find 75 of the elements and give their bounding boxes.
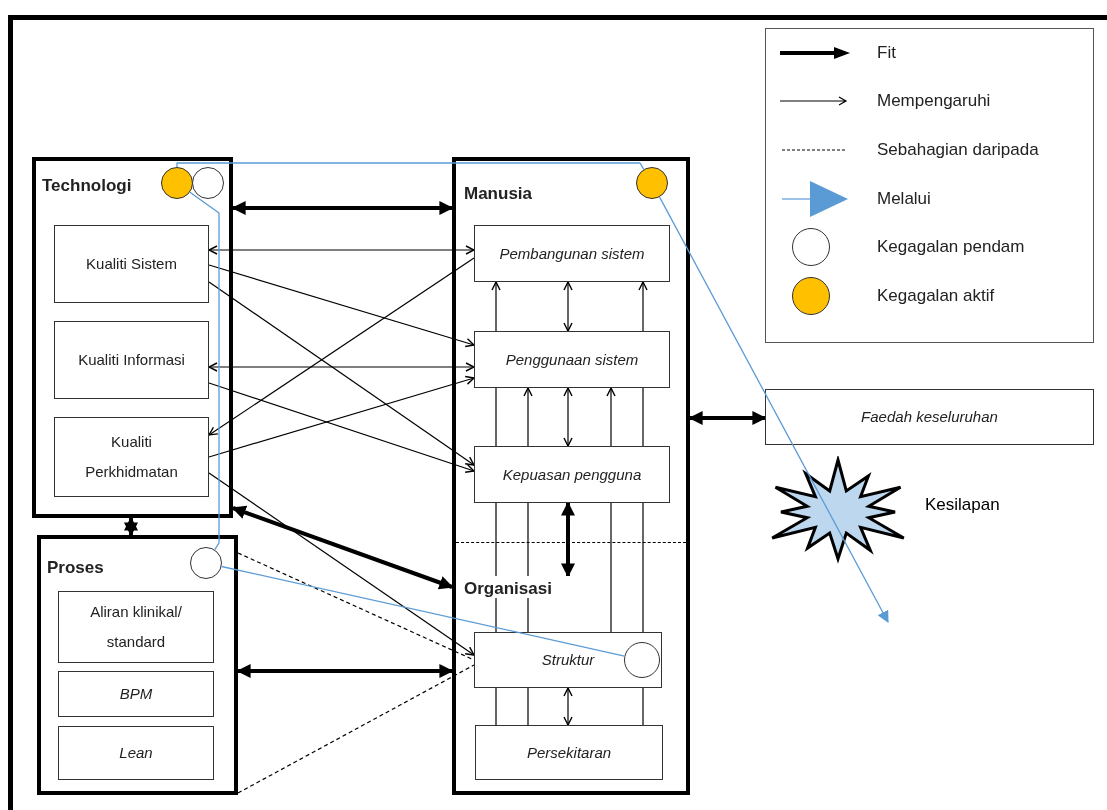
process-box	[58, 591, 214, 663]
connector-line	[495, 687, 497, 726]
process-box	[58, 671, 214, 717]
box-label: Aliran klinikal/ standard	[89, 602, 183, 652]
arrow	[231, 505, 454, 590]
arrow	[208, 245, 475, 255]
process-box	[474, 225, 670, 282]
connector-line	[495, 387, 497, 447]
arrow	[208, 257, 475, 436]
box-label: Struktur	[541, 650, 595, 670]
arrow	[523, 387, 533, 447]
connector-line	[642, 502, 644, 633]
box-label: Penggunaan sistem	[505, 349, 639, 370]
arrow	[236, 664, 454, 678]
section-heading: Organisasi	[464, 576, 570, 598]
connector-line	[495, 502, 497, 577]
connector-line	[527, 687, 529, 726]
arrow	[658, 196, 889, 624]
process-box	[474, 446, 670, 503]
process-box	[58, 726, 214, 780]
panel-heading: Proses	[47, 557, 104, 579]
connector-line	[176, 162, 645, 170]
process-box	[54, 417, 209, 497]
category-panel	[452, 157, 690, 795]
category-panel	[32, 157, 233, 518]
arrow	[563, 387, 573, 447]
arrow	[563, 281, 573, 332]
arrow	[606, 387, 616, 447]
box-label: Kualiti Informasi	[78, 350, 185, 370]
legend-label: Kegagalan aktif	[877, 285, 995, 307]
box-label: Kepuasan pengguna	[502, 464, 642, 485]
process-box	[54, 225, 209, 303]
legend-label: Kegagalan pendam	[877, 236, 1025, 258]
box-label: Kualiti Sistem	[86, 254, 177, 274]
box-label: Kualiti Perkhidmatan	[84, 432, 179, 482]
legend-label: Sebahagian daripada	[877, 139, 1039, 161]
arrow	[208, 281, 475, 466]
connector-line	[527, 597, 529, 633]
arrow	[491, 281, 501, 332]
process-box	[474, 331, 670, 388]
connector-line	[189, 191, 220, 551]
arrow	[638, 281, 648, 332]
arrow	[688, 411, 767, 425]
arrow	[561, 501, 575, 578]
arrow	[208, 375, 475, 458]
arrow	[208, 362, 475, 372]
panel-heading: Technologi	[42, 175, 132, 197]
connector-line	[610, 502, 612, 633]
process-box	[765, 389, 1094, 445]
process-box	[54, 321, 209, 399]
arrow	[208, 382, 475, 473]
connector-line	[220, 565, 626, 657]
shape-caption: Kesilapan	[925, 494, 1000, 516]
connector-line	[527, 502, 529, 577]
arrow	[208, 472, 475, 656]
legend-label: Melalui	[877, 188, 931, 210]
arrow	[208, 264, 475, 348]
legend-label: Mempengaruhi	[877, 90, 991, 112]
category-panel	[37, 535, 238, 795]
box-label: Pembangunan sistem	[499, 243, 645, 264]
arrow	[124, 516, 138, 537]
box-label: Persekitaran	[526, 742, 612, 763]
panel-heading: Manusia	[464, 183, 533, 205]
arrow	[231, 201, 454, 215]
process-box	[474, 632, 662, 688]
arrow	[563, 687, 573, 726]
box-label: Faedah keseluruhan	[861, 407, 998, 427]
connector-line	[642, 687, 644, 726]
connector-line	[642, 387, 644, 447]
connector-line	[237, 664, 475, 794]
connector-line	[495, 597, 497, 633]
box-label: Lean	[119, 743, 153, 763]
legend-label: Fit	[877, 42, 896, 64]
process-box	[475, 725, 663, 780]
box-label: BPM	[119, 684, 153, 704]
